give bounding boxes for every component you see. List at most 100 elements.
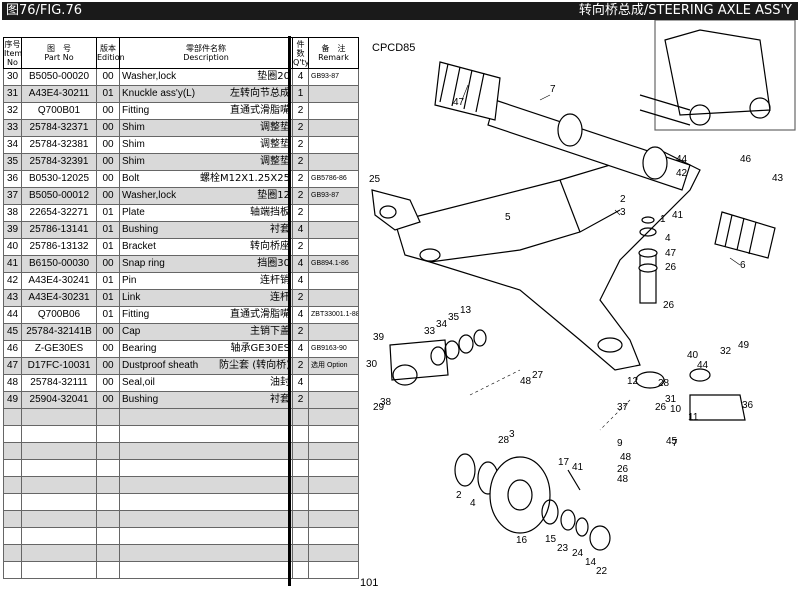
quantity: 1	[292, 85, 309, 103]
description-en: Fitting	[122, 309, 150, 320]
edition: 01	[96, 238, 120, 256]
part-number: 22654-32271	[21, 204, 97, 222]
callout-number: 2	[620, 194, 626, 205]
callout-number: 3	[509, 429, 515, 440]
column-divider	[288, 36, 291, 586]
description-cn: 调整垫	[260, 122, 290, 133]
empty-row	[3, 459, 359, 477]
description-en: Bolt	[122, 173, 140, 184]
description-cn: 垫圈20	[257, 71, 290, 82]
edition: 00	[96, 153, 120, 171]
header-bar: 图76/FIG.76 转向桥总成/STEERING AXLE ASS'Y	[2, 2, 798, 20]
empty-cell	[96, 459, 120, 477]
empty-cell	[119, 459, 293, 477]
empty-row	[3, 408, 359, 426]
part-number: 25784-32391	[21, 153, 97, 171]
item-number: 40	[3, 238, 22, 256]
callout-number: 38	[380, 397, 392, 408]
description-cn: 转向桥座	[250, 241, 290, 252]
description-en: Bracket	[122, 241, 156, 252]
quantity: 2	[292, 187, 309, 205]
edition: 00	[96, 68, 120, 86]
description-cn: 衬套	[270, 394, 290, 405]
description-cn: 调整垫	[260, 156, 290, 167]
empty-row	[3, 544, 359, 562]
callout-number: 37	[617, 402, 629, 413]
callout-number: 39	[373, 332, 385, 343]
edition: 01	[96, 85, 120, 103]
callout-number: 47	[453, 97, 465, 108]
callout-number: 26	[663, 300, 675, 311]
page-number: 101	[360, 577, 379, 589]
edition: 00	[96, 255, 120, 273]
empty-cell	[119, 544, 293, 562]
part-number: A43E4-30211	[21, 85, 97, 103]
part-number: Q700B06	[21, 306, 97, 324]
empty-cell	[21, 408, 97, 426]
item-number: 45	[3, 323, 22, 341]
callout-number: 35	[448, 312, 460, 323]
callout-number: 26	[665, 262, 677, 273]
edition: 00	[96, 340, 120, 358]
empty-cell	[3, 493, 22, 511]
part-number: 25784-32371	[21, 119, 97, 137]
part-number: A43E4-30241	[21, 272, 97, 290]
description-cn: 左转向节总成	[230, 88, 290, 99]
remark	[308, 153, 359, 171]
remark: GB93-87	[308, 187, 359, 205]
empty-cell	[3, 510, 22, 528]
item-number: 34	[3, 136, 22, 154]
part-number: Z-GE30ES	[21, 340, 97, 358]
callout-number: 30	[366, 359, 378, 370]
edition: 01	[96, 272, 120, 290]
edition: 01	[96, 289, 120, 307]
column-header-text: 序号	[4, 39, 21, 49]
description: Bracket 转向桥座	[119, 238, 293, 256]
description-en: Knuckle ass'y(L)	[122, 88, 196, 99]
empty-cell	[21, 476, 97, 494]
empty-cell	[96, 510, 120, 528]
item-number: 38	[3, 204, 22, 222]
column-header-text: Edition	[97, 53, 125, 62]
part-number: B6150-00030	[21, 255, 97, 273]
description-cn: 连杆销	[260, 275, 290, 286]
callout-number: 24	[572, 548, 584, 559]
callout-number: 9	[617, 438, 623, 449]
empty-cell	[119, 493, 293, 511]
empty-row	[3, 442, 359, 460]
callout-number: 25	[369, 174, 381, 185]
callout-number: 43	[772, 173, 784, 184]
model-label: CPCD85	[372, 42, 416, 54]
empty-cell	[119, 442, 293, 460]
description-en: Washer,lock	[122, 71, 177, 82]
part-number: 25786-13132	[21, 238, 97, 256]
empty-cell	[3, 561, 22, 579]
column-header-text: 备 注	[321, 44, 346, 53]
description-en: Seal,oil	[122, 377, 155, 388]
part-number: 25904-32041	[21, 391, 97, 409]
item-number: 35	[3, 153, 22, 171]
quantity: 4	[292, 221, 309, 239]
remark	[308, 85, 359, 103]
edition: 00	[96, 119, 120, 137]
empty-cell	[3, 408, 22, 426]
callout-number: 33	[424, 326, 436, 337]
item-number: 44	[3, 306, 22, 324]
empty-cell	[21, 510, 97, 528]
callout-number: 41	[572, 462, 584, 473]
item-number: 39	[3, 221, 22, 239]
callout-number: 16	[516, 535, 528, 546]
description-en: Bushing	[122, 224, 159, 235]
